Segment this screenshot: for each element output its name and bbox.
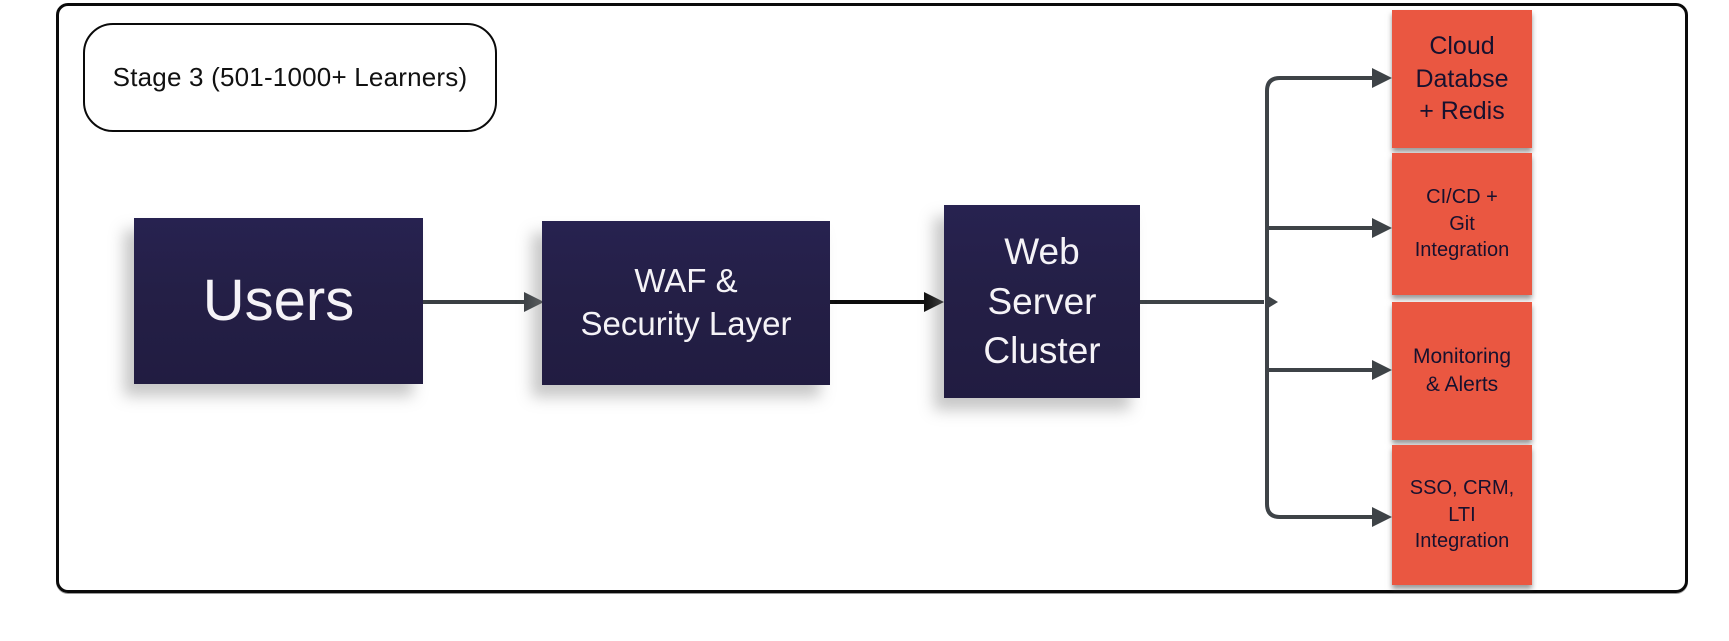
node-web-server-cluster[interactable]: Web Server Cluster — [944, 205, 1140, 398]
stage-label-text: Stage 3 (501-1000+ Learners) — [112, 62, 468, 92]
node-sso-crm-lti-integration[interactable]: SSO, CRM, LTI Integration — [1392, 445, 1532, 585]
node-users[interactable]: Users — [134, 218, 423, 384]
outer-frame — [56, 3, 1688, 593]
node-waf-security-layer[interactable]: WAF & Security Layer — [542, 221, 830, 385]
node-cloud-database-redis[interactable]: Cloud Databse + Redis — [1392, 10, 1532, 148]
stage-label[interactable]: Stage 3 (501-1000+ Learners) — [83, 23, 497, 132]
node-cicd-git-integration[interactable]: CI/CD + Git Integration — [1392, 153, 1532, 295]
node-monitoring-alerts[interactable]: Monitoring & Alerts — [1392, 302, 1532, 440]
